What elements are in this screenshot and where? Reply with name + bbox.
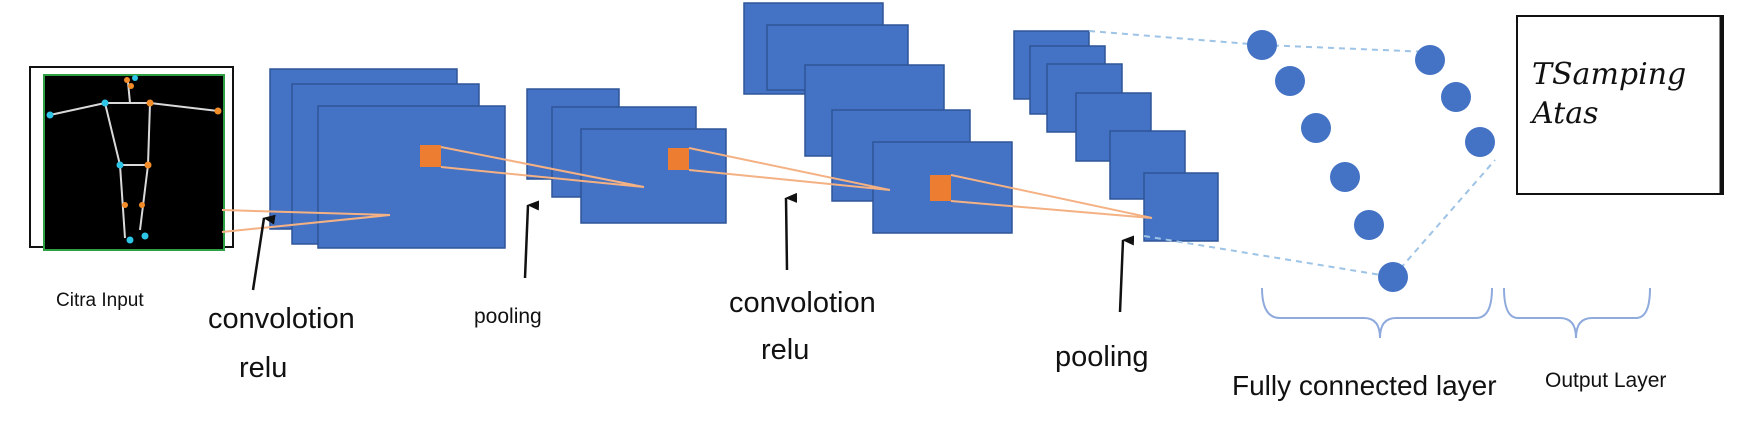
neuron	[1330, 162, 1360, 192]
neuron	[1441, 82, 1471, 112]
fc-dashed-lines	[1088, 30, 1496, 278]
neuron	[1354, 210, 1384, 240]
label-output-layer: Output Layer	[1545, 369, 1666, 392]
conv-kernel	[668, 148, 689, 170]
arrow-up-icon	[784, 192, 798, 271]
conv2-feature-maps	[743, 2, 1013, 234]
arrow-up-icon	[1118, 235, 1135, 313]
label-citra-input: Citra Input	[56, 290, 144, 311]
label-pool2: pooling	[1055, 341, 1149, 373]
pool2-feature-maps	[1013, 30, 1219, 242]
feature-map	[580, 128, 727, 224]
feature-map	[1143, 172, 1219, 242]
conv1-feature-maps	[269, 68, 506, 249]
label-pool1: pooling	[474, 305, 542, 328]
neuron	[1247, 30, 1277, 60]
output-text-line2: Atas	[1529, 96, 1598, 131]
neuron	[1275, 66, 1305, 96]
neuron	[1465, 127, 1495, 157]
arrow-up-icon	[251, 214, 276, 291]
output-box: TSamping Atas	[1516, 15, 1724, 195]
neuron	[1301, 113, 1331, 143]
label-conv1-line1: convolotion	[208, 303, 355, 335]
label-conv1-line2: relu	[239, 352, 287, 384]
skeleton-joints	[46, 75, 222, 244]
projection-lines	[221, 146, 1153, 233]
arrows	[251, 192, 1135, 313]
fc-brace	[1261, 287, 1493, 339]
input-image-canvas	[43, 74, 225, 251]
fc-neurons	[1247, 30, 1495, 292]
output-text-line1: TSamping	[1532, 57, 1686, 92]
feature-map	[317, 105, 506, 249]
label-conv2-line2: relu	[761, 334, 809, 366]
label-fully-connected: Fully connected layer	[1232, 370, 1497, 401]
neuron	[1415, 45, 1445, 75]
pool1-feature-maps	[526, 88, 727, 224]
label-conv2-line1: convolotion	[729, 287, 876, 319]
output-brace	[1503, 287, 1651, 339]
conv-kernel	[420, 145, 441, 167]
conv-kernel	[930, 175, 951, 201]
neuron	[1378, 262, 1408, 292]
output-box-frame	[1516, 15, 1724, 195]
input-image	[29, 66, 234, 251]
braces	[1261, 287, 1651, 339]
arrow-up-icon	[523, 200, 540, 279]
